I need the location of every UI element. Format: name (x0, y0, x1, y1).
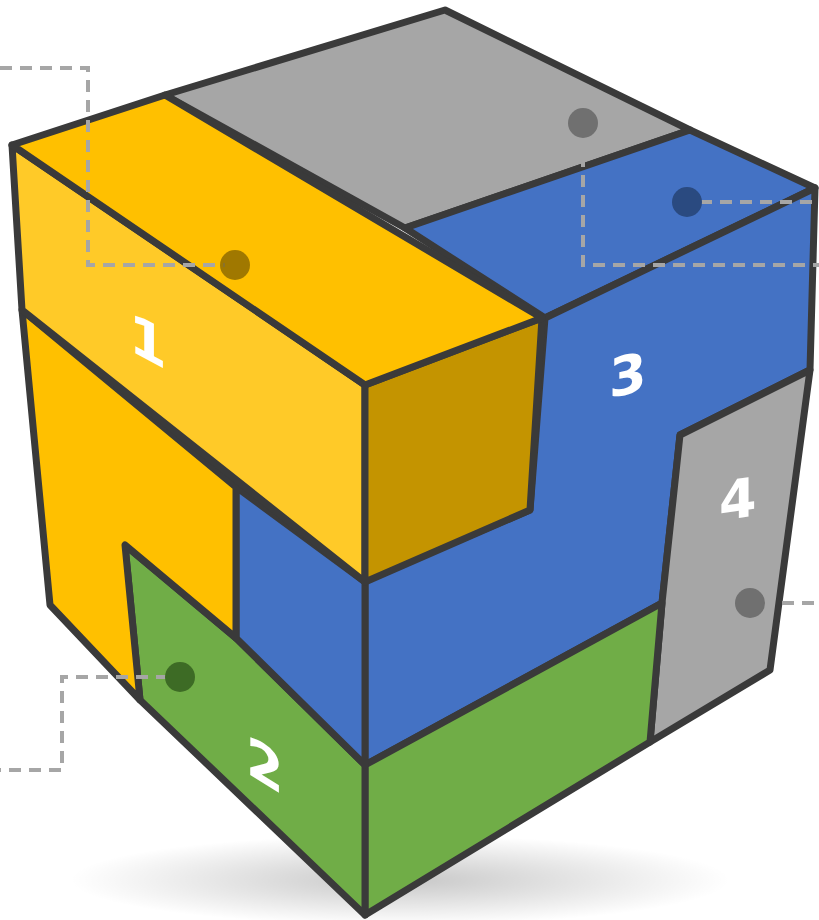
yellow-top (12, 95, 542, 385)
leader-line (0, 677, 168, 770)
leader-line (762, 601, 819, 605)
leader-line (0, 68, 225, 265)
leader-lines (0, 68, 819, 770)
leader-dot (165, 662, 195, 692)
cube-pieces (12, 10, 815, 915)
gray-piece (650, 370, 810, 742)
leader-dot (220, 250, 250, 280)
leader-dots (165, 108, 765, 692)
green-right (365, 603, 662, 915)
leader-dot (672, 187, 702, 217)
leader-dot (735, 588, 765, 618)
leader-dot (568, 108, 598, 138)
leader-line (583, 135, 819, 265)
leader-line (700, 200, 819, 204)
callout-number: 3 (609, 345, 647, 407)
callout-number: 4 (719, 470, 757, 529)
